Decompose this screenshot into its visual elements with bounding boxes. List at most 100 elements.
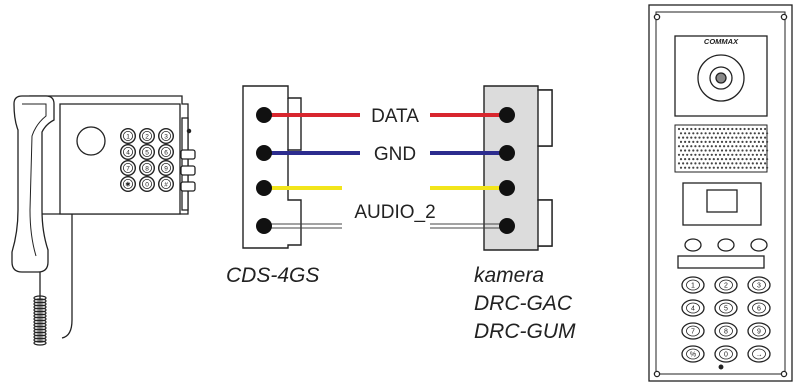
grille-hole <box>694 136 697 139</box>
grille-hole <box>737 166 740 169</box>
grille-hole <box>718 153 722 156</box>
handset-side-strip <box>181 117 189 211</box>
grille-hole <box>743 127 746 131</box>
grille-hole <box>745 149 748 152</box>
grille-hole <box>684 132 687 135</box>
handset-key-label: 6 <box>164 149 168 156</box>
handset-key-label: 1 <box>126 133 130 140</box>
grille-hole <box>692 140 695 143</box>
grille-hole <box>753 149 756 152</box>
grille-hole <box>741 140 744 143</box>
grille-hole <box>704 132 707 135</box>
grille-hole <box>755 153 759 156</box>
grille-hole <box>739 127 742 131</box>
grille-hole <box>690 127 693 131</box>
panel-key: 5 <box>714 299 738 317</box>
panel-key: → <box>747 345 771 363</box>
grille-hole <box>753 132 756 135</box>
grille-hole <box>764 162 767 165</box>
grille-hole <box>688 166 691 169</box>
terminal-left <box>256 145 272 161</box>
panel-key-label: 7 <box>691 329 695 336</box>
terminal-left <box>256 107 272 123</box>
grille-hole <box>706 162 709 165</box>
panel-key-label: 2 <box>724 283 728 290</box>
grille-hole <box>714 153 718 156</box>
grille-hole <box>684 149 687 152</box>
grille-hole <box>747 145 750 148</box>
handset-key: 5 <box>138 143 155 160</box>
grille-hole <box>729 166 732 169</box>
grille-hole <box>688 158 691 161</box>
grille-hole <box>743 162 746 165</box>
panel-key: 2 <box>714 276 738 294</box>
right-module-label-line-1: kamera <box>474 264 544 287</box>
grille-hole <box>700 132 703 135</box>
module-cds-4gs <box>242 85 302 249</box>
terminal-right <box>499 145 515 161</box>
grille-hole <box>700 149 703 152</box>
side-button <box>180 181 196 192</box>
grille-hole <box>751 153 754 156</box>
grille-hole <box>716 166 720 169</box>
grille-hole <box>743 136 746 139</box>
grille-hole <box>679 158 683 161</box>
panel-screw <box>653 370 661 378</box>
grille-hole <box>712 140 715 143</box>
handset-key: ✱ <box>119 175 136 192</box>
grille-hole <box>712 158 715 161</box>
speaker-circle <box>76 126 106 156</box>
grille-hole <box>735 127 738 131</box>
grille-hole <box>686 153 689 156</box>
grille-hole <box>706 136 709 139</box>
grille-hole <box>690 145 693 148</box>
grille-hole <box>753 158 756 161</box>
grille-hole <box>700 140 703 143</box>
grille-hole <box>764 127 767 131</box>
grille-hole <box>749 140 752 143</box>
right-module-label-line-3: DRC-GUM <box>474 320 576 343</box>
call-button <box>717 238 735 252</box>
camera-lens-inner <box>715 72 727 84</box>
grille-hole <box>729 132 732 135</box>
grille-hole <box>747 153 750 156</box>
handset-key-label: # <box>164 181 168 188</box>
coil-loop <box>33 310 47 316</box>
handset-key-label: 8 <box>145 165 149 172</box>
grille-hole <box>677 136 681 139</box>
grille-hole <box>702 145 705 148</box>
grille-hole <box>692 158 695 161</box>
grille-hole <box>735 136 738 139</box>
grille-hole <box>690 153 693 156</box>
grille-hole <box>727 153 730 156</box>
grille-hole <box>708 158 711 161</box>
handset-key: 2 <box>138 127 155 144</box>
grille-hole <box>710 162 713 165</box>
panel-key: 8 <box>714 322 738 340</box>
grille-hole <box>692 149 695 152</box>
panel-key: 1 <box>681 276 705 294</box>
grille-hole <box>751 127 754 131</box>
grille-hole <box>677 145 681 148</box>
grille-hole <box>723 153 726 156</box>
grille-hole <box>731 162 734 165</box>
grille-hole <box>729 140 732 143</box>
handset-receiver-inner <box>22 103 47 257</box>
grille-hole <box>755 162 759 165</box>
panel-key-label: 4 <box>691 306 695 313</box>
grille-hole <box>723 127 726 131</box>
grille-hole <box>759 136 763 139</box>
grille-hole <box>694 127 697 131</box>
grille-hole <box>757 158 761 161</box>
grille-hole <box>677 153 681 156</box>
grille-hole <box>718 162 722 165</box>
grille-hole <box>751 136 754 139</box>
grille-hole <box>747 136 750 139</box>
grille-hole <box>686 136 689 139</box>
coil-loop <box>33 325 47 331</box>
grille-hole <box>759 162 763 165</box>
wire-label-gnd: GND <box>374 144 416 165</box>
grille-hole <box>684 158 687 161</box>
